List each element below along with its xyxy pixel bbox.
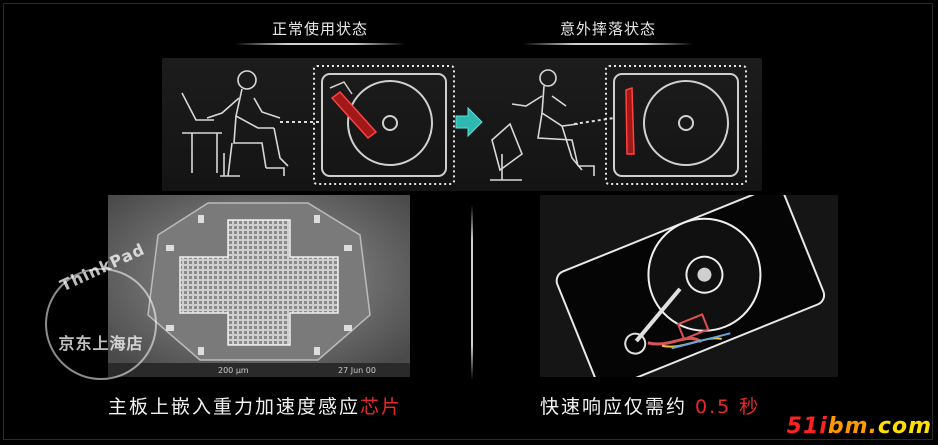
drop-scene bbox=[490, 65, 747, 185]
transition-arrow-icon bbox=[455, 106, 483, 138]
logo-char: i bbox=[819, 414, 828, 439]
accelerometer-chip-image: 27 Jun 00 200 μm bbox=[108, 195, 410, 377]
person-typing-illustration bbox=[181, 70, 289, 177]
hard-drive-image bbox=[540, 195, 838, 377]
logo-char: 5 bbox=[786, 414, 803, 439]
logo-char: m bbox=[844, 414, 869, 439]
chip-date-text: 27 Jun 00 bbox=[338, 366, 376, 375]
watermark-store: 京东上海店 bbox=[58, 334, 144, 353]
state-comparison-strip bbox=[162, 58, 762, 191]
right-caption-highlight: 0.5 秒 bbox=[695, 396, 761, 418]
logo-char: m bbox=[908, 414, 932, 439]
left-caption-highlight: 芯片 bbox=[360, 396, 403, 418]
site-logo: 51ibm.com bbox=[787, 414, 932, 439]
dotted-link-2 bbox=[573, 117, 615, 125]
normal-state-heading: 正常使用状态 bbox=[271, 20, 368, 38]
parked-read-head-arm bbox=[625, 86, 635, 155]
center-divider bbox=[471, 205, 473, 380]
logo-char: 1 bbox=[802, 414, 820, 439]
normal-heading-underline bbox=[235, 43, 405, 45]
left-caption-main: 主板上嵌入重力加速度感应 bbox=[108, 396, 361, 418]
person-dropping-illustration bbox=[490, 69, 595, 181]
logo-char: b bbox=[827, 414, 845, 439]
right-caption: 快速响应仅需约 0.5 秒 bbox=[540, 392, 760, 419]
hdd-parked-diagram bbox=[605, 65, 747, 185]
drop-heading-underline bbox=[523, 43, 693, 45]
logo-char: c bbox=[877, 414, 892, 439]
left-caption: 主板上嵌入重力加速度感应芯片 bbox=[108, 392, 402, 419]
read-head-arm bbox=[330, 90, 378, 140]
chip-scale-text: 200 μm bbox=[218, 366, 249, 375]
normal-usage-scene bbox=[181, 65, 455, 185]
right-caption-main: 快速响应仅需约 bbox=[540, 396, 696, 418]
main-frame bbox=[3, 3, 933, 440]
thinkpad-store-watermark: ThinkPad 京东上海店 bbox=[45, 239, 157, 380]
logo-char: . bbox=[868, 414, 878, 439]
drop-state-heading: 意外摔落状态 bbox=[559, 20, 656, 38]
hdd-normal-diagram bbox=[313, 65, 455, 185]
logo-char: o bbox=[891, 414, 909, 439]
